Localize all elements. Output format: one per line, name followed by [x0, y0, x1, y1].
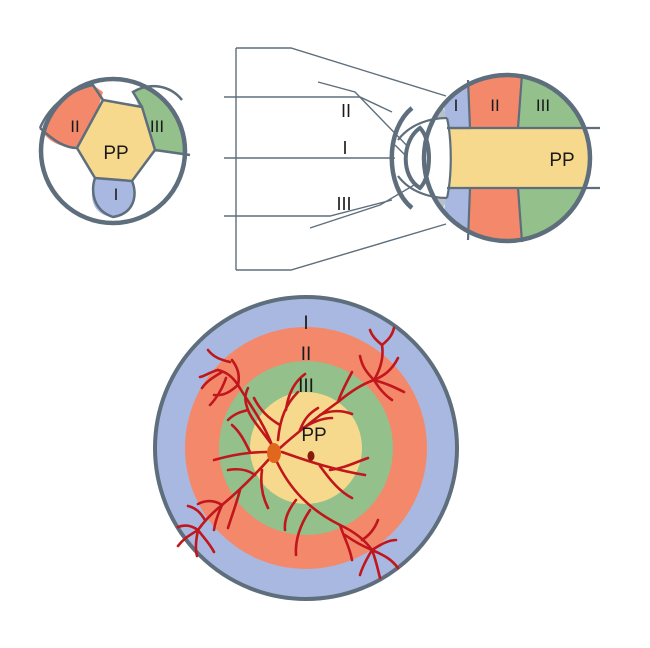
fundus-label-pp: PP — [301, 425, 326, 446]
bracket-top — [236, 47, 447, 97]
fovea — [307, 451, 315, 461]
frontal-zone-ii — [41, 85, 103, 148]
fundus-outline — [153, 295, 459, 601]
frontal-outline — [38, 76, 188, 226]
eye-label-ii: II — [490, 96, 499, 115]
eye-label-pp: PP — [549, 150, 574, 171]
optic-disc — [267, 443, 281, 463]
frontal-zone-i — [91, 178, 135, 217]
eye-outline — [421, 72, 593, 244]
fundus-diagram: I II III PP — [153, 295, 459, 601]
fundus-label-ii: II — [301, 344, 312, 365]
fundus-zone-pp — [250, 392, 362, 504]
fundus-label-iii: III — [298, 376, 314, 397]
frontal-zone-pp — [77, 100, 155, 181]
retinal-vessels — [176, 326, 406, 580]
frontal-label-i: I — [114, 185, 119, 204]
eye-label-i: I — [454, 96, 459, 115]
eye-cross-section: I II III PP — [389, 72, 600, 244]
frontal-label-ii: II — [70, 117, 79, 136]
cornea — [389, 106, 414, 210]
frontal-label-iii: III — [150, 117, 164, 136]
fundus-label-i: I — [303, 313, 308, 334]
section-label-iii: III — [336, 194, 351, 214]
bracket-bottom — [236, 223, 447, 271]
section-label-i: I — [342, 138, 347, 158]
section-label-ii: II — [341, 101, 351, 121]
frontal-zones-diagram: II III PP I — [38, 76, 191, 226]
pointer-line-iii — [224, 199, 393, 217]
eye-label-iii: III — [536, 96, 550, 115]
frontal-label-pp: PP — [103, 143, 128, 164]
